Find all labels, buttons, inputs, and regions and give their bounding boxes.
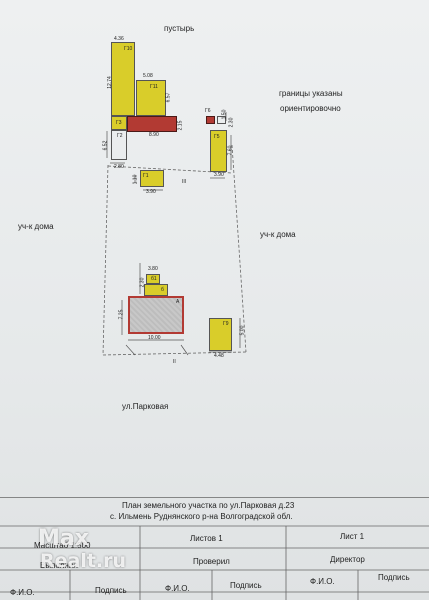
building-g9: Г9 — [209, 318, 232, 351]
watermark-max: Max — [38, 526, 89, 551]
dim-657: 6.57 — [165, 92, 172, 103]
sign-2: Подпись — [230, 581, 262, 590]
dim-760: 7.60 — [227, 145, 234, 156]
dim-230: 2.30 — [228, 117, 235, 128]
dim-380: 3.80 — [148, 266, 158, 272]
sign-1: Подпись — [95, 586, 127, 595]
building-g5: Г5 — [210, 130, 227, 172]
dim-230b: 2.30 — [139, 277, 146, 288]
scale-label: Масштаб 1:500 — [34, 541, 91, 550]
dim-390: 3.90 — [146, 189, 156, 195]
dim-1274: 12.74 — [106, 76, 113, 89]
dim-1000: 10.00 — [148, 335, 161, 341]
dim-150: 1.50 — [221, 109, 228, 120]
top-boundary — [107, 165, 233, 174]
building-b1: б1 — [146, 274, 160, 284]
dim-890: 8.90 — [149, 132, 159, 138]
section-iii: III — [182, 179, 187, 185]
dim-436: 4.36 — [114, 36, 124, 42]
dim-508: 5.08 — [143, 73, 153, 79]
title-block: План земельного участка по ул.Парковая д… — [0, 497, 429, 600]
neighbor-left-label: уч-к дома — [18, 222, 54, 231]
bounds-note-line1: границы указаны — [279, 89, 343, 98]
dim-448: 4.48 — [214, 353, 224, 359]
watermark-realt: Realt.ru — [40, 550, 127, 572]
dim-280: 2.80 — [114, 164, 124, 170]
wasteland-label: пустырь — [164, 24, 195, 33]
building-g1: Г1 — [140, 170, 164, 187]
right-boundary — [231, 144, 247, 353]
director-label: Директор — [330, 555, 365, 564]
street-label: ул.Парковая — [122, 402, 169, 411]
main-house-a: А — [128, 296, 184, 334]
dim-215: 2.15 — [177, 120, 184, 131]
sheets-count: Листов 1 — [190, 534, 223, 543]
dim-390b: 3.90 — [214, 172, 224, 178]
performed-label: Выполнил — [40, 561, 78, 570]
title-block-grid — [0, 497, 429, 600]
building-g11: Г11 — [136, 80, 166, 116]
section-ii: II — [173, 359, 176, 365]
building-g3: Г3 — [111, 116, 127, 130]
title-line-1: План земельного участка по ул.Парковая д… — [122, 501, 295, 510]
building-g6 — [206, 116, 215, 124]
building-red-block — [127, 116, 177, 132]
checked-label: Проверил — [193, 557, 230, 566]
dim-652: 6.52 — [102, 140, 109, 151]
building-small-plain — [217, 116, 226, 124]
g6-label: Г6 — [205, 108, 211, 114]
building-g2: Г2 — [111, 130, 127, 160]
sheet-number: Лист 1 — [340, 532, 365, 541]
dim-725: 7.25 — [118, 309, 125, 320]
fio-3: Ф.И.О. — [310, 577, 335, 586]
title-line-2: с. Ильмень Руднянского р-на Волгоградско… — [110, 512, 293, 521]
bottom-boundary — [102, 351, 247, 356]
neighbor-right-label: уч-к дома — [260, 230, 296, 239]
building-g10: Г10 — [111, 42, 135, 116]
sign-3: Подпись — [378, 573, 410, 582]
fio-1: Ф.И.О. — [10, 588, 35, 597]
dim-110: 1.10 — [132, 174, 139, 185]
left-boundary — [102, 164, 109, 356]
dim-500: 5.00 — [239, 325, 246, 336]
building-b: б — [144, 284, 168, 296]
bounds-note-line2: ориентировочно — [280, 104, 341, 113]
fio-2: Ф.И.О. — [165, 584, 190, 593]
